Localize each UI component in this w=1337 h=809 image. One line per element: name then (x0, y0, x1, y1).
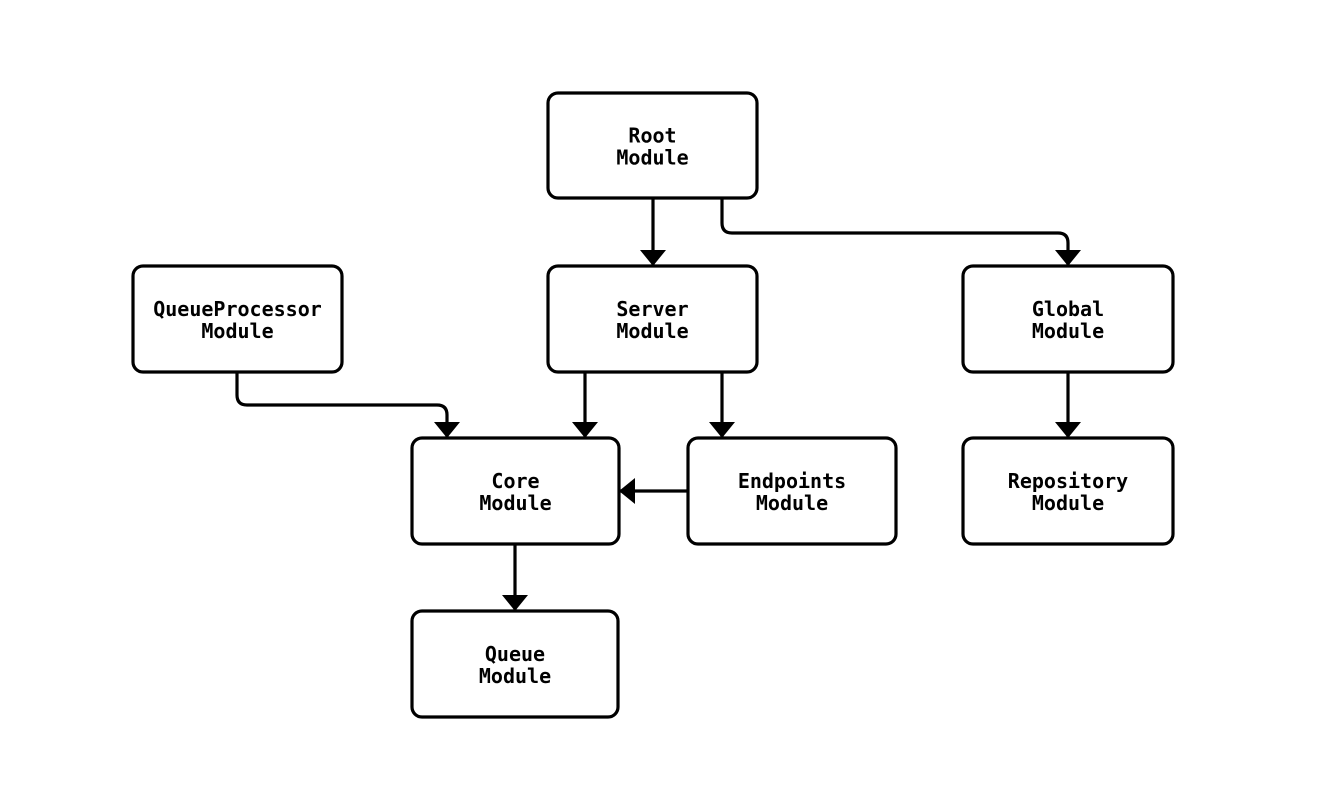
node-label-line: Module (756, 491, 828, 515)
node-label-line: Global (1032, 297, 1104, 321)
node-label-line: Root (628, 124, 676, 148)
node-label-line: Module (201, 319, 273, 343)
arrowhead-icon (572, 422, 598, 438)
edge-queueprocessor-to-core-line (235, 372, 449, 438)
node-label-line: Module (616, 319, 688, 343)
node-label-line: Repository (1008, 469, 1128, 493)
arrowhead-icon (502, 595, 528, 611)
arrowhead-icon (1055, 422, 1081, 438)
node-label-line: Module (479, 664, 551, 688)
node-label-line: Core (491, 469, 539, 493)
node-label-line: Module (1032, 491, 1104, 515)
arrowhead-icon (1055, 250, 1081, 266)
node-label-line: Queue (485, 642, 545, 666)
edge-queueprocessor-to-core (235, 372, 460, 438)
node-label-line: Endpoints (738, 469, 846, 493)
node-label-line: Module (1032, 319, 1104, 343)
arrowhead-icon (709, 422, 735, 438)
node-label-line: QueueProcessor (153, 297, 322, 321)
node-label-line: Module (479, 491, 551, 515)
arrowhead-icon (619, 478, 635, 504)
edge-server-to-endpoints (709, 372, 735, 438)
node-label-line: Module (616, 146, 688, 170)
edge-endpoints-to-core (619, 478, 688, 504)
edge-core-to-queue (502, 544, 528, 611)
arrowhead-icon (640, 250, 666, 266)
edge-root-to-global-line (720, 198, 1070, 266)
edge-root-to-global (720, 198, 1081, 266)
arrowhead-icon (434, 422, 460, 438)
node-label-line: Server (616, 297, 688, 321)
edge-server-to-core (572, 372, 598, 438)
edge-root-to-server (640, 198, 666, 266)
edge-global-to-repository (1055, 372, 1081, 438)
